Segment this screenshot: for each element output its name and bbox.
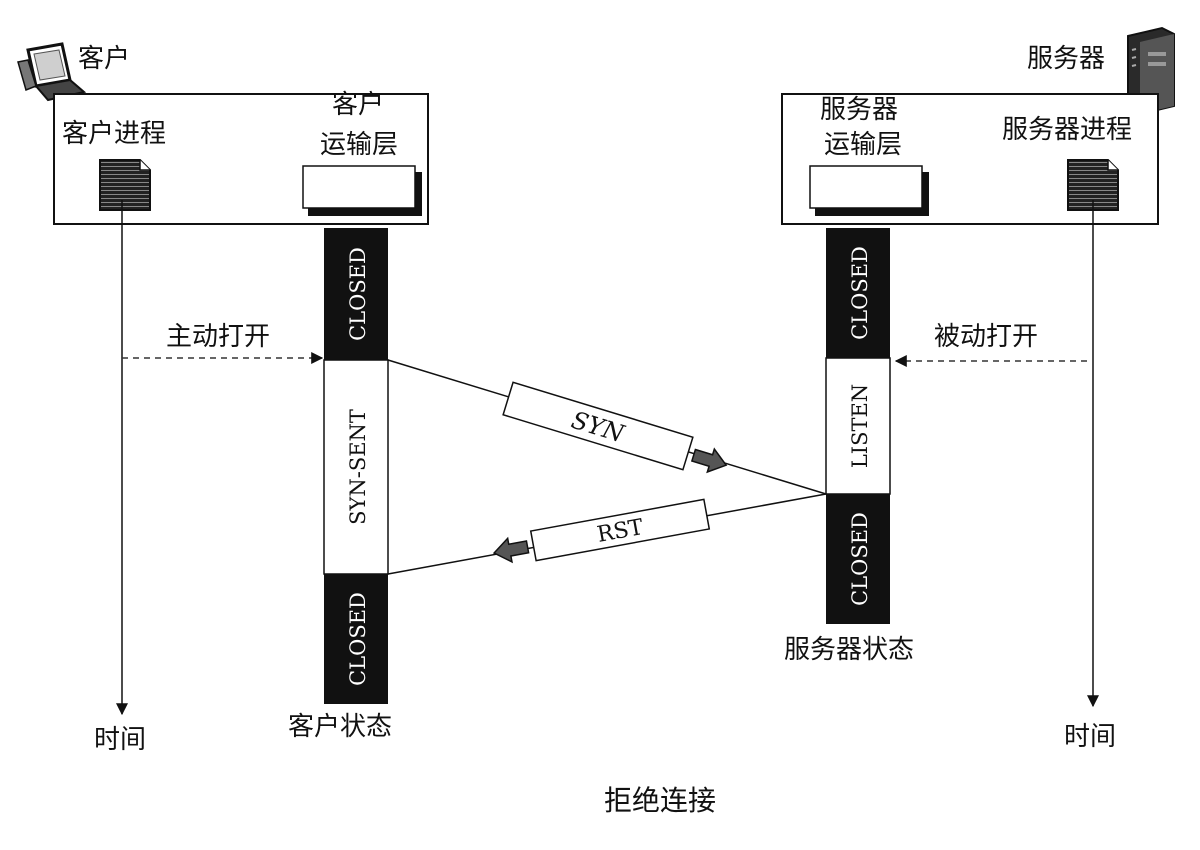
- rst-direction-arrow-icon: [492, 536, 530, 564]
- server-state-closed-initial: [826, 228, 890, 358]
- client-transport-layer-icon: [302, 165, 422, 216]
- server-state-listen-label: LISTEN: [848, 384, 872, 468]
- active-open-label: 主动打开: [166, 322, 270, 352]
- figure-caption: 拒绝连接: [604, 784, 716, 817]
- server-process-document-icon: [1067, 159, 1119, 211]
- syn-segment: SYN: [387, 359, 827, 495]
- client-state-closed-initial: [324, 228, 388, 360]
- client-process-label: 客户进程: [62, 119, 166, 149]
- server-state-column: CLOSED LISTEN CLOSED: [825, 228, 891, 624]
- client-time-label: 时间: [94, 725, 146, 755]
- server-host-label: 服务器: [1027, 44, 1105, 74]
- syn-segment-box: [502, 381, 694, 471]
- client-transport-label-line1: 客户: [332, 90, 384, 120]
- client-state-closed-initial-label: CLOSED: [346, 247, 370, 341]
- client-host-label: 客户: [78, 44, 130, 74]
- rst-segment: RST: [387, 493, 827, 575]
- client-process-document-icon: [99, 159, 151, 211]
- server-state-caption: 服务器状态: [784, 635, 914, 665]
- rst-segment-box: [529, 498, 711, 562]
- syn-direction-arrow-icon: [690, 447, 728, 474]
- passive-open-label: 被动打开: [934, 322, 1038, 352]
- client-state-closed-final: [324, 574, 388, 704]
- server-transport-label-line1: 服务器: [820, 95, 898, 125]
- server-process-label: 服务器进程: [1002, 115, 1132, 145]
- server-state-closed-final: [826, 494, 890, 624]
- client-state-column: CLOSED SYN-SENT CLOSED: [323, 228, 389, 704]
- server-state-closed-final-label: CLOSED: [848, 512, 872, 606]
- client-state-closed-final-label: CLOSED: [346, 592, 370, 686]
- server-time-label: 时间: [1064, 722, 1116, 752]
- laptop-icon: [17, 42, 87, 102]
- client-state-syn-sent: [323, 359, 389, 575]
- server-transport-label-line2: 运输层: [824, 130, 902, 160]
- client-state-caption: 客户状态: [288, 712, 392, 742]
- server-state-listen: [825, 357, 891, 495]
- client-state-syn-sent-label: SYN-SENT: [346, 409, 370, 525]
- server-state-closed-initial-label: CLOSED: [848, 246, 872, 340]
- server-transport-layer-icon: [809, 165, 929, 216]
- client-transport-label-line2: 运输层: [320, 130, 398, 160]
